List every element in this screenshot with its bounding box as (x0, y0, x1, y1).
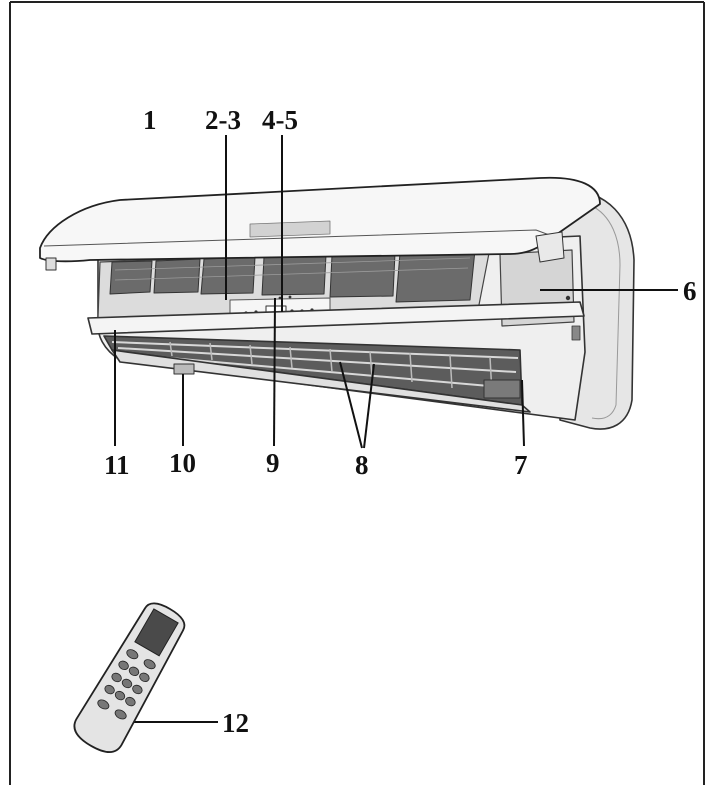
callout-10: 10 (169, 448, 196, 478)
callout-6: 6 (683, 276, 697, 306)
callout-8: 8 (355, 450, 369, 480)
callout-4-5: 4-5 (262, 105, 298, 135)
callout-9: 9 (266, 448, 280, 478)
leader-line-8b (363, 363, 375, 449)
remote-screen (134, 608, 179, 657)
receiver-window (173, 363, 195, 375)
leader-lines (112, 135, 678, 723)
callout-2-3: 2-3 (205, 105, 241, 135)
callout-7: 7 (514, 450, 528, 480)
leader-line-8a (339, 361, 363, 449)
callout-12: 12 (222, 708, 249, 738)
outlet-lower-lip (111, 349, 531, 413)
leader-line-9 (273, 297, 276, 447)
leader-line-7 (521, 379, 525, 447)
callout-11: 11 (104, 450, 130, 480)
panel-hinge-right (535, 231, 565, 263)
front-panel (39, 176, 601, 263)
vertical-vanes (169, 341, 493, 395)
remote-buttons (97, 649, 156, 720)
callout-1: 1 (143, 105, 157, 135)
remote-control (73, 602, 186, 753)
callout-labels: 1 2-3 4-5 6 7 8 9 10 11 12 (104, 105, 697, 738)
front-rail (87, 301, 585, 335)
page-border (9, 1, 705, 785)
panel-hinge-left (45, 257, 57, 271)
indoor-unit (39, 176, 635, 430)
outlet-corner-block (483, 379, 521, 399)
